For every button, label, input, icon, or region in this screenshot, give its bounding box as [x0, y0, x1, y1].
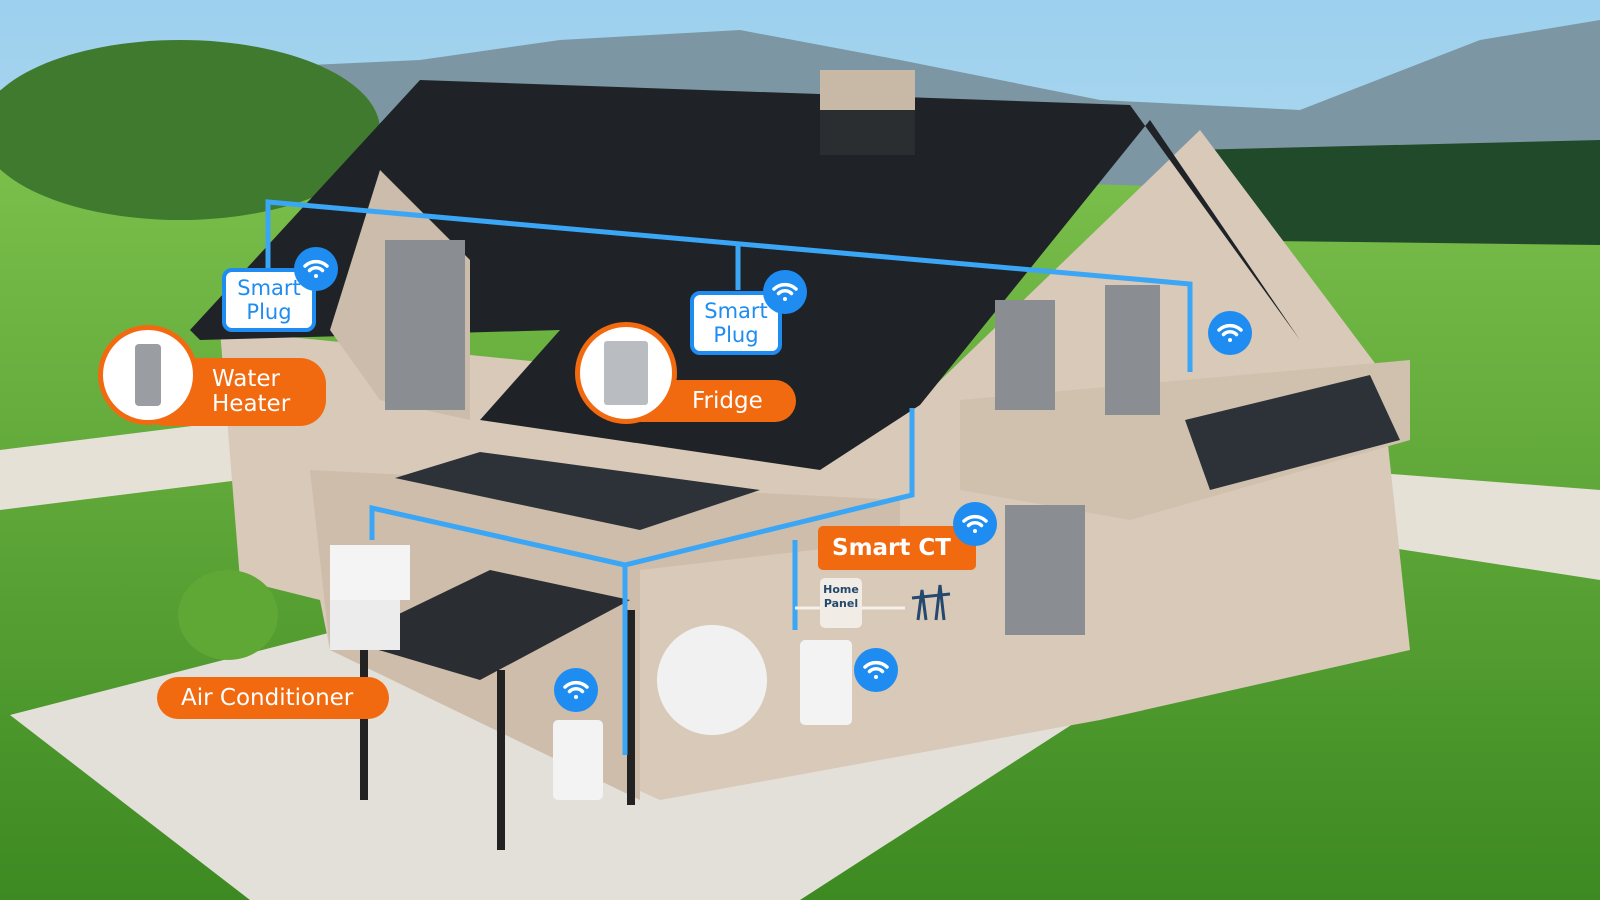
garage-block	[310, 470, 900, 800]
label-text: Air Conditioner	[181, 684, 354, 711]
window-right-2	[1105, 285, 1160, 415]
carport-roof	[345, 570, 630, 680]
battery-1	[553, 720, 603, 800]
smart-ct-label: Smart CT	[818, 526, 976, 570]
label-text: Fridge	[692, 387, 763, 414]
wifi-icon	[763, 270, 807, 314]
water-heater-image	[98, 325, 198, 425]
main-roof	[190, 80, 1300, 470]
door-lower	[1005, 505, 1085, 635]
fridge-image	[575, 322, 677, 424]
ac-unit-1	[330, 545, 410, 600]
label-line: Plug	[713, 323, 759, 347]
home-panel-label: Home Panel	[820, 578, 862, 628]
label-line: Home	[823, 583, 859, 596]
ac-unit-2	[330, 600, 400, 650]
wifi-icon	[953, 502, 997, 546]
wifi-icon	[554, 668, 598, 712]
label-line: Water	[212, 366, 280, 392]
tree-line-right	[1190, 140, 1600, 245]
car	[657, 625, 767, 735]
label-line: Smart	[237, 276, 301, 300]
fence-right	[1340, 470, 1600, 580]
bush	[178, 570, 278, 660]
trees-left	[0, 40, 380, 220]
battery-2	[800, 640, 852, 725]
window-right-1	[995, 300, 1055, 410]
fence-left	[0, 420, 240, 510]
roof-solar-panel	[395, 452, 760, 530]
wifi-icon	[1208, 311, 1252, 355]
label-line: Smart	[704, 299, 768, 323]
power-tower-icon	[911, 584, 951, 621]
wifi-icon	[854, 648, 898, 692]
label-line: Panel	[823, 597, 859, 610]
label-line: Heater	[212, 391, 291, 417]
label-line: Plug	[246, 300, 292, 324]
label-text: Smart CT	[832, 534, 951, 561]
connection-lines	[265, 199, 1193, 755]
window-left	[385, 240, 465, 410]
balcony-solar-panels	[1185, 375, 1400, 490]
wifi-icon	[294, 247, 338, 291]
air-conditioner-label: Air Conditioner	[157, 677, 389, 719]
